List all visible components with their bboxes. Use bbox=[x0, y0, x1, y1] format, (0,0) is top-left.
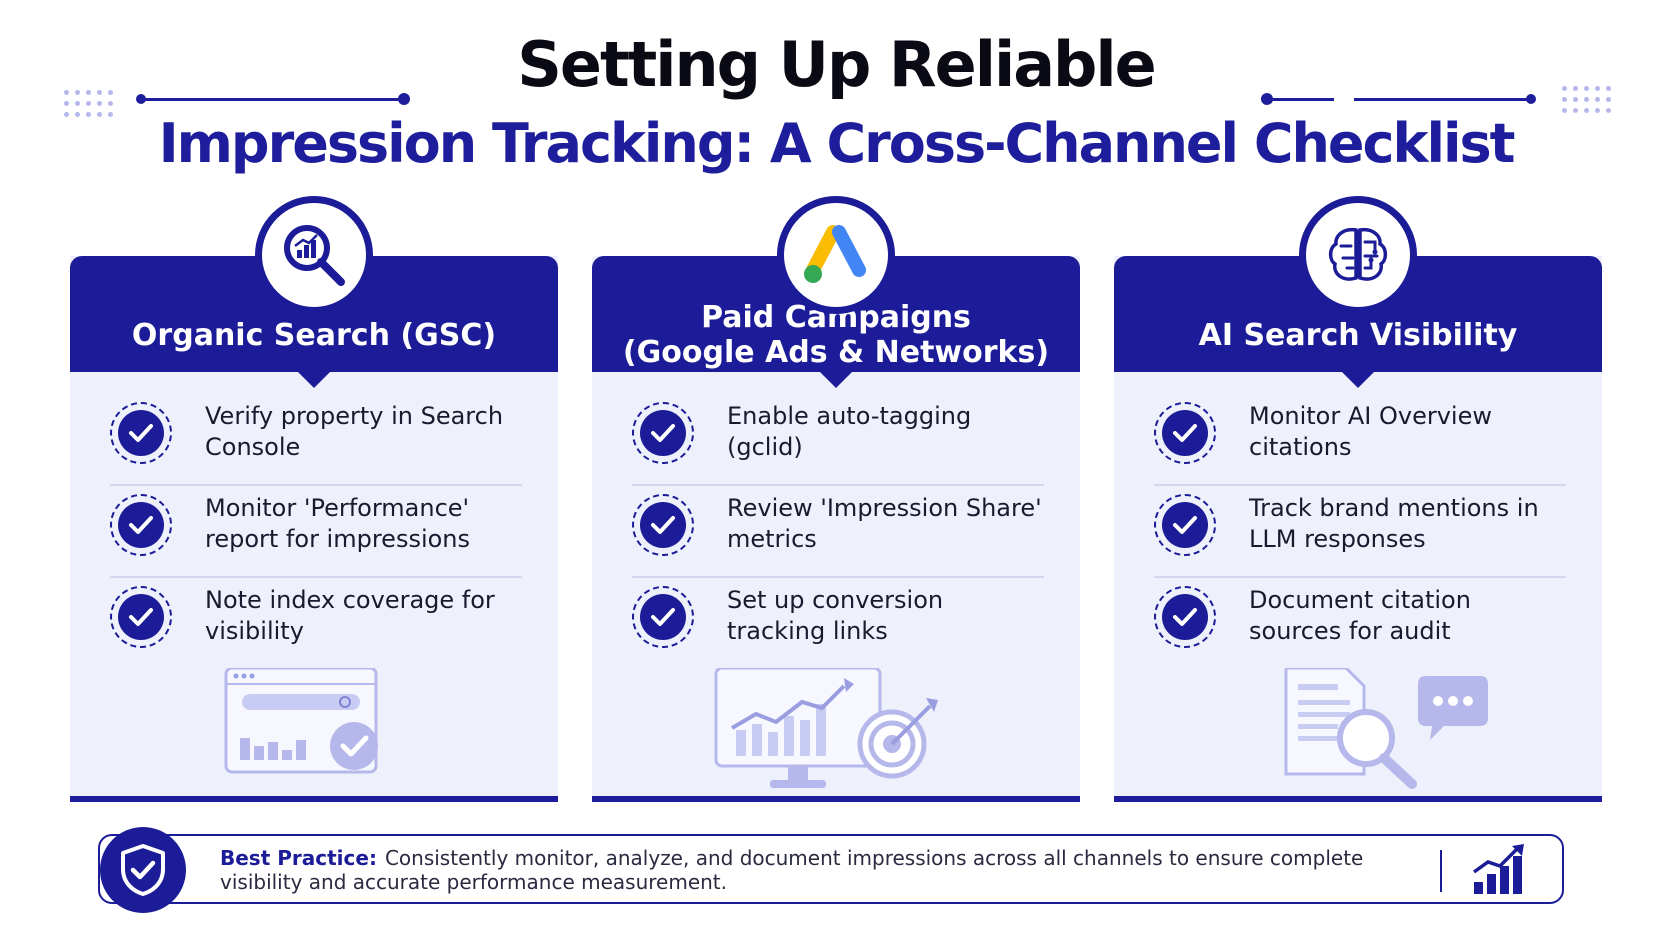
checklist-item: Document citation sources for audit bbox=[1154, 570, 1566, 662]
checklist-item: Set up conversion tracking links bbox=[632, 570, 1044, 662]
best-practice-box bbox=[98, 834, 1564, 904]
divider bbox=[632, 576, 1044, 578]
deco-dot bbox=[1526, 94, 1536, 104]
monitor-target-icon bbox=[592, 666, 1080, 798]
card-title-secondary: (Google Ads & Networks) bbox=[622, 335, 1050, 370]
best-practice-text: Best Practice:Consistently monitor, anal… bbox=[220, 846, 1400, 894]
divider bbox=[110, 576, 522, 578]
card-title: Organic Search (GSC) bbox=[131, 318, 497, 353]
checklist-item-label: Monitor AI Overview citations bbox=[1249, 402, 1492, 461]
card-paid-campaigns: Paid Campaigns (Google Ads & Networks) E… bbox=[592, 196, 1080, 802]
checklist-item-label: Verify property in Search Console bbox=[205, 402, 504, 461]
brain-circuit-icon bbox=[1299, 196, 1417, 314]
divider bbox=[632, 484, 1044, 486]
deco-line-right bbox=[1270, 98, 1334, 101]
checklist-item: Enable auto-tagging (gclid) bbox=[632, 386, 1044, 478]
card-header: AI Search Visibility bbox=[1114, 256, 1602, 388]
dot-grid-right bbox=[1562, 86, 1611, 113]
card-pointer bbox=[820, 372, 852, 388]
check-icon bbox=[632, 586, 694, 648]
check-icon bbox=[110, 402, 172, 464]
divider bbox=[1154, 484, 1566, 486]
check-icon bbox=[632, 494, 694, 556]
best-practice-body: Consistently monitor, analyze, and docum… bbox=[220, 846, 1364, 894]
shield-check-icon bbox=[100, 827, 186, 913]
deco-dot bbox=[1261, 93, 1273, 105]
deco-line-right bbox=[1354, 98, 1528, 101]
page-subtitle: Impression Tracking: A Cross-Channel Che… bbox=[158, 112, 1516, 175]
best-practice-label: Best Practice: bbox=[220, 846, 377, 870]
checklist-item: Monitor AI Overview citations bbox=[1154, 386, 1566, 478]
card-pointer bbox=[1342, 372, 1374, 388]
card-footer-bar bbox=[70, 796, 558, 802]
checklist-item-label: Set up conversion tracking links bbox=[727, 586, 944, 645]
analytics-magnifier-icon bbox=[255, 196, 373, 314]
check-icon bbox=[632, 402, 694, 464]
checklist-item: Note index coverage for visibility bbox=[110, 570, 522, 662]
checklist-item-label: Enable auto-tagging (gclid) bbox=[727, 402, 972, 461]
deco-dot bbox=[136, 94, 146, 104]
dot-grid-left bbox=[64, 90, 113, 117]
deco-line-left bbox=[142, 98, 404, 101]
check-icon bbox=[1154, 494, 1216, 556]
growth-chart-icon bbox=[1470, 842, 1530, 902]
check-icon bbox=[1154, 402, 1216, 464]
card-footer-bar bbox=[1114, 796, 1602, 802]
card-title: AI Search Visibility bbox=[1198, 318, 1518, 353]
search-dashboard-icon bbox=[70, 666, 558, 798]
deco-dot bbox=[398, 93, 410, 105]
card-ai-search: AI Search Visibility Monitor AI Overview… bbox=[1114, 196, 1602, 802]
checklist-item: Verify property in Search Console bbox=[110, 386, 522, 478]
page-title: Setting Up Reliable bbox=[517, 28, 1156, 101]
card-organic-search: Organic Search (GSC) Verify property in … bbox=[70, 196, 558, 802]
document-chat-icon bbox=[1114, 666, 1602, 798]
checklist-item: Track brand mentions in LLM responses bbox=[1154, 478, 1566, 570]
checklist-item-label: Note index coverage for visibility bbox=[205, 586, 495, 645]
divider bbox=[1440, 850, 1442, 892]
checklist-item-label: Monitor 'Performance' report for impress… bbox=[205, 494, 471, 553]
divider bbox=[110, 484, 522, 486]
check-icon bbox=[1154, 586, 1216, 648]
google-ads-icon bbox=[777, 196, 895, 314]
checklist-item: Review 'Impression Share' metrics bbox=[632, 478, 1044, 570]
checklist-item: Monitor 'Performance' report for impress… bbox=[110, 478, 522, 570]
card-pointer bbox=[298, 372, 330, 388]
card-footer-bar bbox=[592, 796, 1080, 802]
check-icon bbox=[110, 494, 172, 556]
check-icon bbox=[110, 586, 172, 648]
checklist-item-label: Track brand mentions in LLM responses bbox=[1249, 494, 1539, 553]
divider bbox=[1154, 576, 1566, 578]
checklist-item-label: Review 'Impression Share' metrics bbox=[727, 494, 1042, 553]
checklist-item-label: Document citation sources for audit bbox=[1249, 586, 1471, 645]
